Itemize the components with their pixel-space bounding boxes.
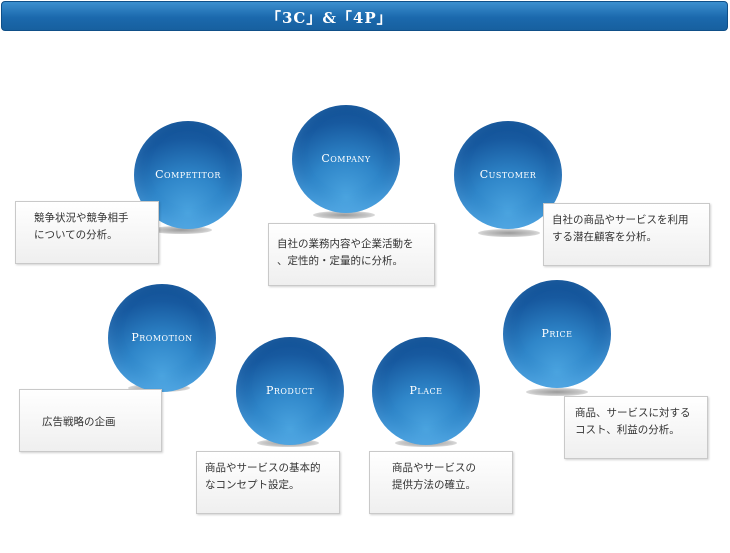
company-circle: Company (292, 105, 400, 213)
place-description: 商品やサービスの 提供方法の確立。 (369, 451, 513, 514)
company-shadow (313, 211, 375, 219)
price-shadow (526, 388, 588, 396)
price-label: Price (541, 327, 573, 340)
place-circle: Place (372, 337, 480, 445)
product-label: Product (265, 384, 315, 397)
promotion-description: 広告戦略の企画 (19, 389, 162, 452)
price-description: 商品、サービスに対する コスト、利益の分析。 (564, 396, 708, 459)
product-circle: Product (236, 337, 344, 445)
competitor-shadow (150, 226, 212, 234)
place-label: Place (409, 384, 443, 397)
price-circle: Price (503, 280, 611, 388)
promotion-circle: Promotion (108, 284, 216, 392)
product-description: 商品やサービスの基本的 なコンセプト設定。 (196, 451, 340, 514)
customer-shadow (478, 229, 540, 237)
page-title: 「3C」&「4P」 (266, 9, 393, 27)
company-label: Company (321, 152, 371, 165)
company-description: 自社の業務内容や企業活動を 、定性的・定量的に分析。 (268, 223, 435, 286)
customer-label: Customer (479, 168, 537, 181)
customer-description: 自社の商品やサービスを利用 する潜在顧客を分析。 (543, 203, 710, 266)
title-bar: 「3C」&「4P」 (1, 1, 728, 31)
competitor-description: 競争状況や競争相手 についての分析。 (15, 201, 159, 264)
promotion-label: Promotion (131, 331, 193, 344)
competitor-label: Competitor (155, 168, 221, 181)
